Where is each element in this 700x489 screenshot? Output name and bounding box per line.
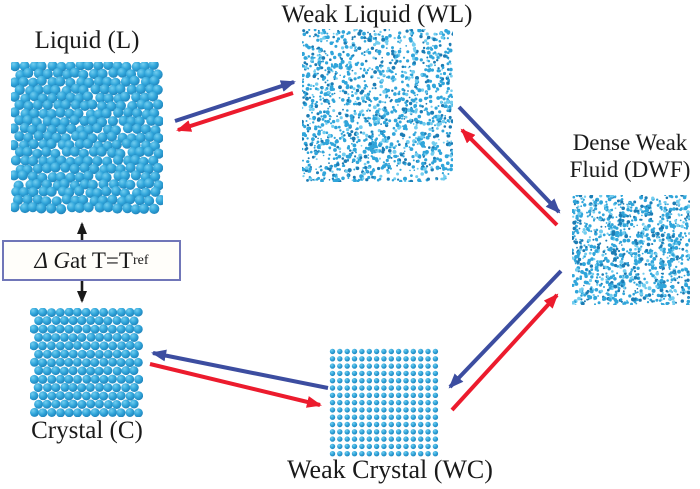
- liquid-snapshot: [11, 62, 163, 217]
- weak-liquid-title: Weak Liquid (WL): [281, 1, 473, 28]
- arrow-weak-liquid-to-liquid: [176, 91, 294, 132]
- dense-weak-fluid-title: Dense Weak Fluid (DWF): [558, 129, 700, 183]
- dense-weak-fluid-snapshot: [572, 195, 690, 305]
- weak-crystal-snapshot: [328, 347, 440, 458]
- dense-weak-fluid-title-line1: Dense Weak: [572, 130, 688, 155]
- arrow-dwf-to-weak-liquid: [460, 128, 559, 227]
- particle-field: [572, 195, 690, 305]
- particle-field: [11, 62, 163, 215]
- arrow-weak-crystal-to-crystal: [151, 349, 329, 390]
- particle-field: [30, 308, 143, 417]
- particle-field: [329, 348, 439, 457]
- delta-g-italic: Δ G: [34, 247, 70, 273]
- liquid-title: Liquid (L): [34, 27, 140, 54]
- particle-field: [302, 29, 453, 182]
- arrow-liquid-to-weak-liquid: [174, 80, 296, 123]
- crystal-snapshot: [30, 308, 143, 417]
- arrow-crystal-to-weak-crystal: [149, 362, 322, 408]
- weak-crystal-title: Weak Crystal (WC): [287, 455, 493, 484]
- delta-g-roman: at T=T: [69, 247, 133, 273]
- arrow-weak-crystal-to-dwf: [450, 293, 559, 412]
- weak-liquid-snapshot: [302, 29, 453, 182]
- arrow-dwf-to-weak-crystal: [448, 269, 563, 389]
- arrow-weak-liquid-to-dwf: [457, 105, 561, 214]
- crystal-title: Crystal (C): [31, 417, 143, 444]
- dense-weak-fluid-title-line2: Fluid (DWF): [569, 157, 691, 182]
